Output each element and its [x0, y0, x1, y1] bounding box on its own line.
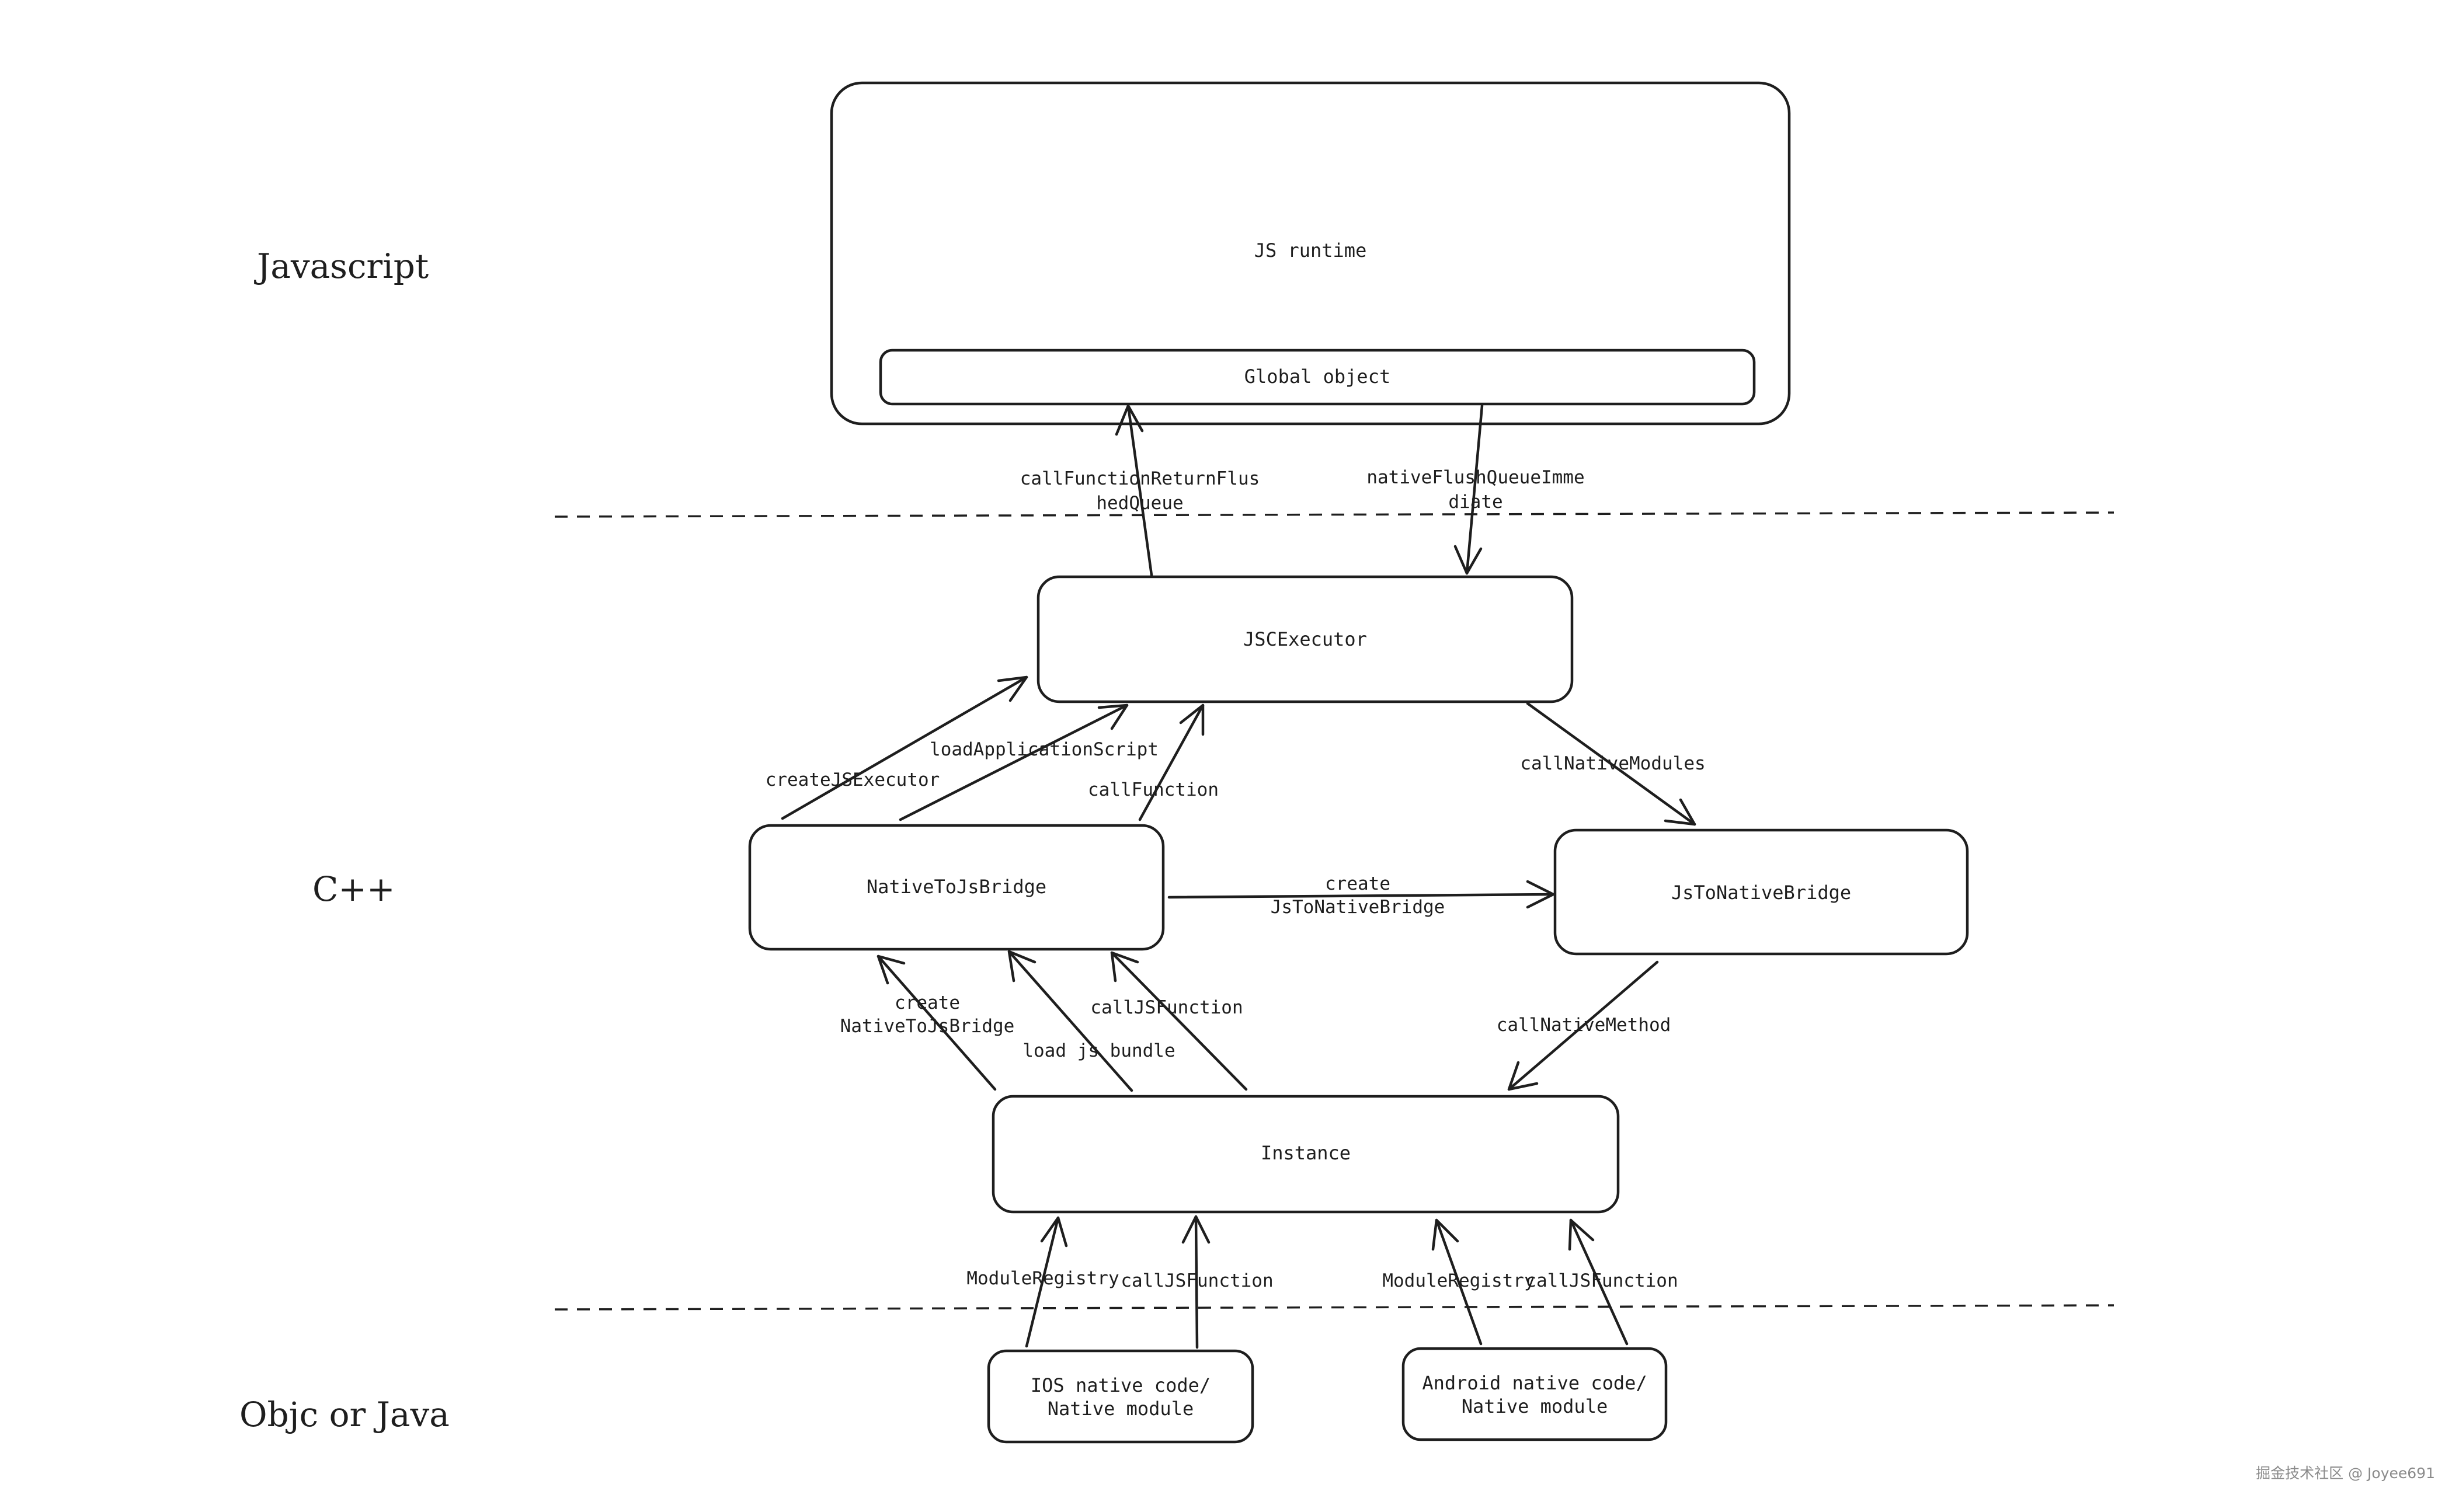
- js-runtime-node: JS runtime: [830, 81, 1791, 426]
- layer-label-cpp: C++: [312, 869, 395, 909]
- global-object-label: Global object: [1244, 365, 1390, 388]
- android-native-label-line2: Native module: [1462, 1395, 1608, 1417]
- watermark-text: 掘金技术社区 @ Joyee691: [2256, 1465, 2435, 1482]
- edge-load-js-bundle: load js bundle: [1007, 950, 1175, 1092]
- edge-native-flush-queue-immediate: nativeFlushQueueImme diate: [1366, 404, 1585, 575]
- android-native-node: Android native code/ Native module: [1401, 1347, 1668, 1441]
- edge-ios-call-js-function: callJSFunction: [1121, 1215, 1274, 1349]
- edge-ios-module-registry: ModuleRegistry: [966, 1216, 1119, 1348]
- jsc-executor-label: JSCExecutor: [1243, 628, 1367, 650]
- svg-text:diate: diate: [1448, 492, 1502, 513]
- ios-native-node: IOS native code/ Native module: [987, 1349, 1254, 1444]
- edge-call-native-modules: callNativeModules: [1520, 702, 1706, 826]
- edge-call-function-return-flushed-queue: callFunctionReturnFlus hedQueue: [1020, 404, 1260, 577]
- js-to-native-bridge-node: JsToNativeBridge: [1553, 828, 1969, 956]
- svg-text:ModuleRegistry: ModuleRegistry: [1382, 1270, 1535, 1291]
- edge-create-native-to-js-bridge: create NativeToJsBridge: [840, 954, 1015, 1091]
- native-to-js-bridge-node: NativeToJsBridge: [748, 824, 1165, 951]
- ios-native-label-line2: Native module: [1048, 1398, 1194, 1420]
- layer-label-native: Objc or Java: [239, 1395, 450, 1434]
- native-to-js-bridge-label: NativeToJsBridge: [867, 876, 1046, 898]
- android-native-label-line1: Android native code/: [1422, 1372, 1647, 1394]
- divider-js-cpp: [554, 511, 2114, 518]
- svg-text:callFunction: callFunction: [1088, 779, 1219, 800]
- edge-create-js-executor: createJSExecutor: [766, 675, 1028, 820]
- svg-text:callJSFunction: callJSFunction: [1525, 1270, 1678, 1291]
- js-to-native-bridge-label: JsToNativeBridge: [1671, 882, 1851, 904]
- instance-node: Instance: [992, 1095, 1620, 1214]
- svg-text:callNativeMethod: callNativeMethod: [1497, 1015, 1671, 1036]
- svg-text:create: create: [895, 992, 960, 1013]
- svg-text:callNativeModules: callNativeModules: [1520, 753, 1705, 774]
- layer-label-javascript: Javascript: [254, 246, 429, 286]
- svg-text:createJSExecutor: createJSExecutor: [766, 769, 940, 790]
- svg-text:hedQueue: hedQueue: [1096, 493, 1183, 514]
- ios-native-label-line1: IOS native code/: [1031, 1374, 1211, 1396]
- svg-text:callJSFunction: callJSFunction: [1090, 997, 1243, 1018]
- instance-label: Instance: [1261, 1142, 1351, 1164]
- divider-cpp-native: [554, 1304, 2114, 1311]
- jsc-executor-node: JSCExecutor: [1037, 575, 1574, 703]
- svg-text:ModuleRegistry: ModuleRegistry: [966, 1268, 1119, 1289]
- svg-text:create: create: [1325, 873, 1390, 894]
- edge-android-module-registry: ModuleRegistry: [1382, 1218, 1535, 1346]
- svg-text:load js bundle: load js bundle: [1022, 1040, 1175, 1061]
- svg-text:JsToNativeBridge: JsToNativeBridge: [1271, 897, 1445, 918]
- edge-call-function: callFunction: [1088, 703, 1219, 821]
- edge-call-native-method: callNativeMethod: [1497, 960, 1671, 1091]
- edge-android-call-js-function: callJSFunction: [1525, 1218, 1678, 1346]
- svg-text:NativeToJsBridge: NativeToJsBridge: [840, 1016, 1015, 1037]
- edge-load-application-script: loadApplicationScript: [899, 703, 1159, 821]
- js-runtime-label: JS runtime: [1254, 239, 1367, 262]
- edge-create-js-to-native-bridge: create JsToNativeBridge: [1167, 873, 1555, 918]
- svg-text:nativeFlushQueueImme: nativeFlushQueueImme: [1366, 467, 1584, 488]
- svg-text:callFunctionReturnFlus: callFunctionReturnFlus: [1020, 468, 1260, 489]
- svg-text:loadApplicationScript: loadApplicationScript: [930, 739, 1159, 760]
- svg-text:callJSFunction: callJSFunction: [1121, 1270, 1273, 1291]
- edge-call-js-function-instance: callJSFunction: [1090, 951, 1248, 1091]
- global-object-node: Global object: [879, 349, 1756, 406]
